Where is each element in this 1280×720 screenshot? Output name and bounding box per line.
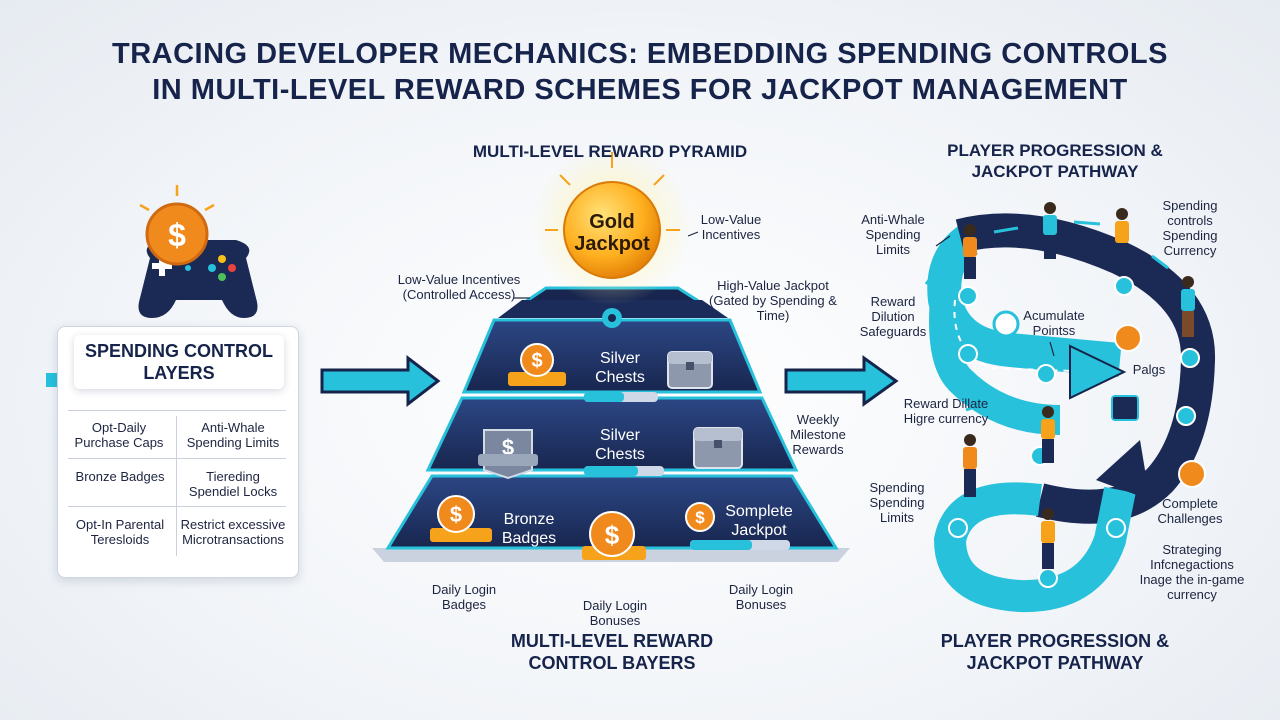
svg-text:$: $ bbox=[168, 217, 186, 253]
arrow-right-icon bbox=[320, 354, 441, 408]
control-cell: Anti-Whale Spending Limits bbox=[186, 420, 280, 450]
label-low-value-right: Low-Value Incentives bbox=[700, 212, 762, 242]
divider bbox=[176, 416, 177, 556]
silver-badge-icon: $ bbox=[478, 429, 538, 480]
svg-text:$: $ bbox=[502, 435, 514, 460]
player-figure-icon bbox=[963, 434, 977, 497]
label-complete: Complete Challenges bbox=[1157, 496, 1223, 526]
label-spending-controls: Spending controls Spending Currency bbox=[1162, 198, 1218, 258]
player-figure-icon bbox=[1043, 202, 1057, 259]
control-cell: Opt-Daily Purchase Caps bbox=[74, 420, 164, 450]
label-accumulate: Acumulate Pointss bbox=[1023, 308, 1085, 338]
bronze-badge-icon: $ bbox=[430, 495, 492, 542]
coin-icon bbox=[1114, 324, 1142, 352]
player-figure-icon bbox=[1041, 508, 1055, 569]
divider bbox=[68, 458, 286, 459]
pyramid-heading: MULTI-LEVEL REWARD PYRAMID bbox=[472, 142, 748, 161]
tier-somplete-label: Somplete Jackpot bbox=[725, 503, 793, 539]
coin-icon bbox=[1178, 460, 1206, 488]
player-figure-icon bbox=[1181, 276, 1195, 337]
divider bbox=[68, 506, 286, 507]
player-figure-icon bbox=[1041, 406, 1055, 463]
svg-text:$: $ bbox=[605, 520, 620, 550]
control-cell: Opt-In Parental Teresloids bbox=[75, 517, 165, 547]
progress-bar-fill bbox=[690, 540, 752, 550]
tier-silver-mid-label: Silver Chests bbox=[595, 427, 645, 463]
page-title-line1: TRACING DEVELOPER MECHANICS: EMBEDDING S… bbox=[112, 38, 1168, 70]
label-palgs: Palgs bbox=[1132, 362, 1166, 377]
treasure-chest-icon bbox=[667, 351, 713, 389]
spending-controls-heading: SPENDING CONTROL LAYERS bbox=[74, 335, 284, 389]
arrow-right-icon bbox=[784, 355, 899, 407]
target-icon bbox=[992, 310, 1020, 338]
pyramid-footer: MULTI-LEVEL REWARD CONTROL BAYERS bbox=[510, 631, 714, 673]
page-title-line2: IN MULTI-LEVEL REWARD SCHEMES FOR JACKPO… bbox=[152, 74, 1128, 106]
label-low-value-left: Low-Value Incentives (Controlled Access) bbox=[397, 272, 521, 302]
silver-coin-badge-icon: $ bbox=[508, 343, 566, 386]
chest-icon bbox=[1111, 395, 1139, 421]
jackpot-coin-badge-icon: $ bbox=[582, 511, 646, 560]
label-daily-mid: Daily Login Bonuses bbox=[582, 598, 648, 628]
orange-coin-icon: $ bbox=[685, 502, 715, 532]
svg-text:$: $ bbox=[450, 502, 462, 527]
gold-jackpot-sphere bbox=[545, 152, 680, 279]
label-strategies: Strateging Infcnegactions Inage the in-g… bbox=[1139, 542, 1245, 602]
label-weekly: Weekly Milestone Rewards bbox=[790, 412, 846, 457]
pathway-heading-bottom: PLAYER PROGRESSION & JACKPOT PATHWAY bbox=[940, 631, 1170, 673]
gold-jackpot-label: Gold Jackpot bbox=[574, 211, 650, 255]
player-figure-icon bbox=[963, 224, 977, 279]
label-spending-limits: Spending Spending Limits bbox=[869, 480, 925, 525]
svg-text:$: $ bbox=[695, 508, 705, 527]
pathway-heading-top: PLAYER PROGRESSION & JACKPOT PATHWAY bbox=[947, 141, 1163, 181]
label-daily-right: Daily Login Bonuses bbox=[728, 582, 794, 612]
label-anti-whale: Anti-Whale Spending Limits bbox=[861, 212, 925, 257]
progress-bar-fill bbox=[584, 392, 624, 402]
dollar-coin-icon: $ bbox=[139, 185, 215, 266]
tier-bronze-label: Bronze Badges bbox=[501, 511, 557, 547]
label-reward-dilution: Reward Dilution Safeguards bbox=[859, 294, 927, 339]
progression-pathway bbox=[924, 213, 1216, 613]
player-figure-icon bbox=[1115, 208, 1129, 267]
treasure-chest-icon bbox=[693, 427, 743, 469]
control-cell: Bronze Badges bbox=[75, 469, 165, 484]
label-daily-left: Daily Login Badges bbox=[431, 582, 497, 612]
gear-icon bbox=[602, 308, 622, 328]
divider bbox=[68, 410, 286, 411]
svg-text:$: $ bbox=[531, 350, 542, 372]
label-reward-dillate: Reward Dillate Higre currency bbox=[903, 396, 989, 426]
control-cell: Restrict excessive Microtransactions bbox=[180, 517, 286, 547]
control-cell: Tiereding Spendiel Locks bbox=[188, 469, 278, 499]
tier-silver-top-label: Silver Chests bbox=[595, 350, 645, 386]
label-high-value: High-Value Jackpot (Gated by Spending & … bbox=[709, 278, 837, 323]
progress-bar-fill bbox=[584, 466, 638, 476]
